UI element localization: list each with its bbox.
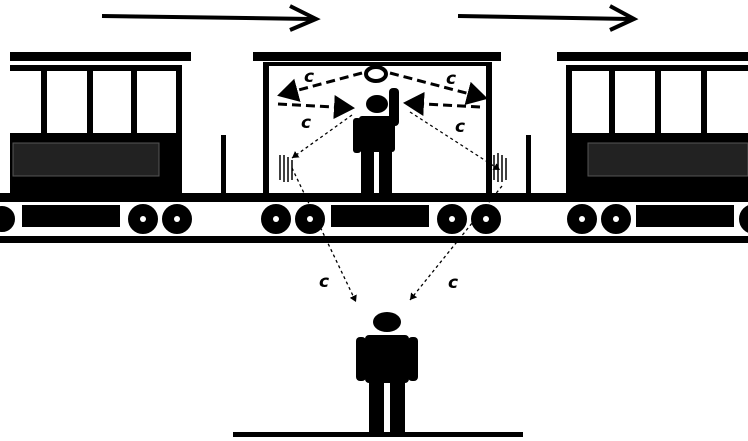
middle-train-car: [221, 52, 531, 195]
rail-deck: [0, 193, 748, 243]
label-c-observer-left: c: [319, 272, 329, 292]
label-c-observer-right: c: [448, 273, 458, 293]
label-c-lower-left: c: [301, 113, 311, 133]
light-paths-to-mirrors: [291, 111, 501, 171]
left-mirror: [279, 155, 293, 182]
undercarriage: [0, 202, 748, 236]
motion-arrow-right: [457, 4, 639, 32]
label-c-upper-left: c: [304, 67, 314, 87]
light-paths-onboard: [277, 71, 488, 120]
right-train-car: [557, 52, 748, 195]
light-source-icon: [364, 65, 388, 83]
motion-arrow-left: [101, 4, 321, 32]
train-passenger-figure: [353, 88, 399, 193]
label-c-upper-right: c: [446, 69, 456, 89]
ground-line: [233, 432, 523, 437]
right-mirror: [493, 153, 507, 182]
light-paths-to-observer: [291, 167, 503, 303]
ground-observer-figure: [356, 312, 418, 432]
label-c-lower-right: c: [455, 117, 465, 137]
left-train-car: [10, 52, 191, 195]
